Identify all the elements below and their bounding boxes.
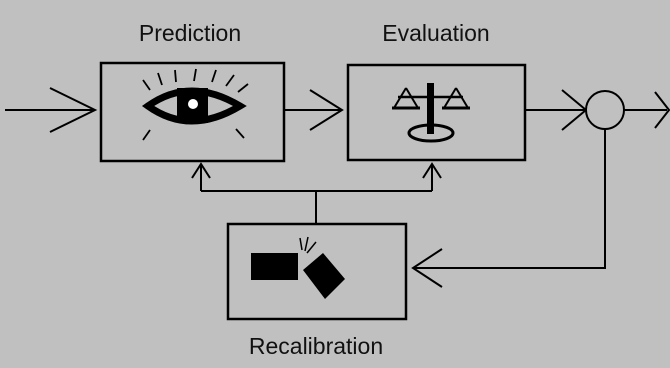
eye-icon: [141, 68, 249, 141]
evaluation-to-junction-arrow: [525, 89, 588, 131]
input-arrow: [5, 87, 98, 133]
feedback-arrow: [411, 129, 606, 288]
prediction-label: Prediction: [138, 20, 242, 46]
recalibration-feedback-arrows: [191, 162, 442, 224]
recalibration-label: Recalibration: [248, 333, 384, 359]
output-arrow: [624, 91, 670, 129]
balance-scale-icon: [392, 83, 470, 143]
evaluation-box: [346, 63, 527, 162]
broken-bar-icon: [251, 236, 345, 299]
junction-circle: [585, 90, 625, 130]
evaluation-label: Evaluation: [382, 20, 490, 46]
prediction-to-evaluation-arrow: [284, 89, 344, 131]
